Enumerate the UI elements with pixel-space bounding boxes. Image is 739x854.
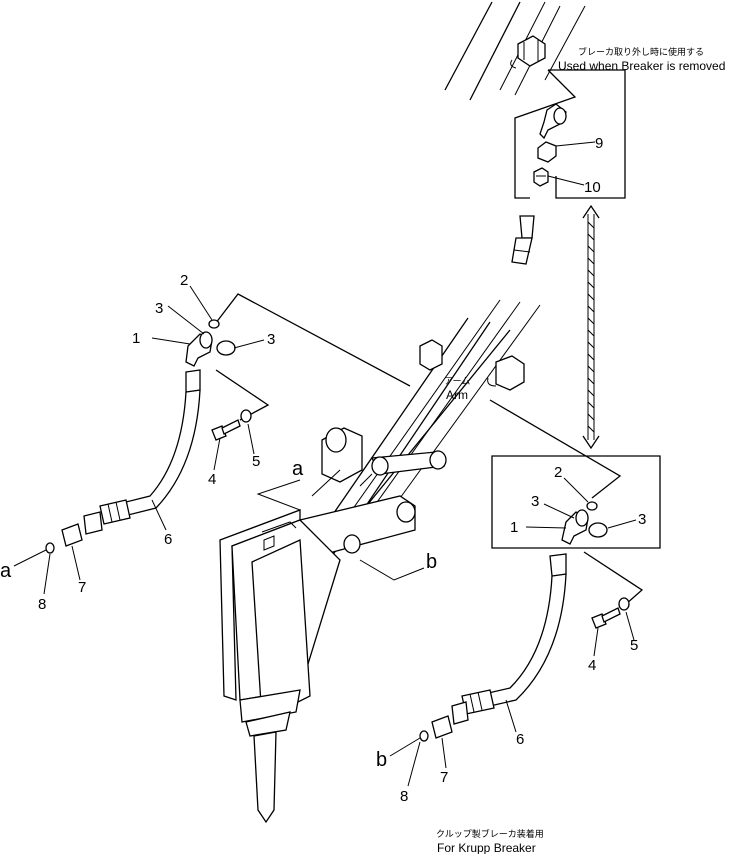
callout-right-6: 6: [516, 731, 524, 748]
left-oring-8: [45, 542, 55, 554]
callout-left-3b: 3: [267, 331, 275, 348]
callout-left-1: 1: [132, 330, 140, 347]
ref-b-breaker: b: [426, 551, 437, 573]
breaker-body: [219, 509, 341, 824]
callout-upper-9: 9: [595, 135, 603, 152]
ref-a-left-leader: [13, 549, 47, 567]
upper-hose-end: [511, 215, 535, 265]
left-nipple-7: [61, 523, 83, 547]
callout-right-8: 8: [400, 788, 408, 805]
caption-bottom-en: For Krupp Breaker: [437, 841, 536, 854]
callout-upper-10: 10: [584, 179, 601, 196]
left-hose-6: [83, 369, 201, 535]
caption-top-jp: ブレーカ取り外し時に使用する: [578, 46, 704, 58]
caption-arm-en: Arm: [446, 388, 468, 402]
left-washer-5: [240, 409, 252, 423]
ref-a-breaker: a: [292, 458, 304, 480]
arm-mid-connector: [419, 339, 525, 391]
callout-right-2: 2: [554, 464, 562, 481]
left-oring-2: [208, 319, 220, 329]
right-washer-5: [618, 597, 630, 611]
callout-right-5: 5: [630, 637, 638, 654]
right-nipple-7: [431, 715, 453, 739]
ref-a-left: a: [0, 560, 12, 582]
upper-plug-10: [533, 167, 549, 187]
left-flange-3: [216, 340, 236, 356]
right-elbow: [561, 509, 589, 545]
callout-left-3a: 3: [155, 300, 163, 317]
callout-left-2: 2: [180, 272, 188, 289]
upper-nut-9: [537, 141, 557, 163]
right-bolt-4: [591, 607, 621, 629]
ref-b-right-leader: [389, 737, 421, 757]
callout-left-6: 6: [164, 531, 172, 548]
caption-bottom-jp: クルップ製ブレーカ装着用: [436, 828, 544, 840]
callout-right-4: 4: [588, 657, 596, 674]
right-oring-8: [419, 730, 429, 742]
callout-right-1: 1: [510, 519, 518, 536]
left-bolt-4: [211, 419, 241, 441]
arm-linkage: [299, 427, 447, 557]
right-bracket-lines: [489, 399, 661, 605]
callout-right-3b: 3: [638, 511, 646, 528]
callout-right-7: 7: [440, 769, 448, 786]
right-flange-3: [588, 522, 608, 538]
callout-left-4: 4: [208, 471, 216, 488]
callout-right-3a: 3: [531, 493, 539, 510]
left-bracket-lines: [211, 293, 411, 421]
callout-left-7: 7: [78, 579, 86, 596]
caption-arm-jp: アーム: [444, 376, 470, 387]
callout-left-5: 5: [252, 453, 260, 470]
double-arrow: [582, 204, 600, 450]
callout-left-8: 8: [38, 596, 46, 613]
left-elbow: [185, 331, 213, 367]
right-oring-2: [586, 501, 598, 511]
arm-top-connector: [510, 35, 546, 69]
caption-top-en: Used when Breaker is removed: [558, 59, 725, 73]
ref-b-right: b: [376, 749, 387, 771]
upper-bracket-lines: [514, 69, 626, 199]
ref-a-leader: [256, 479, 301, 511]
ref-b-leader: [359, 559, 425, 581]
right-hose-6: [451, 553, 567, 725]
upper-elbow: [539, 103, 567, 140]
